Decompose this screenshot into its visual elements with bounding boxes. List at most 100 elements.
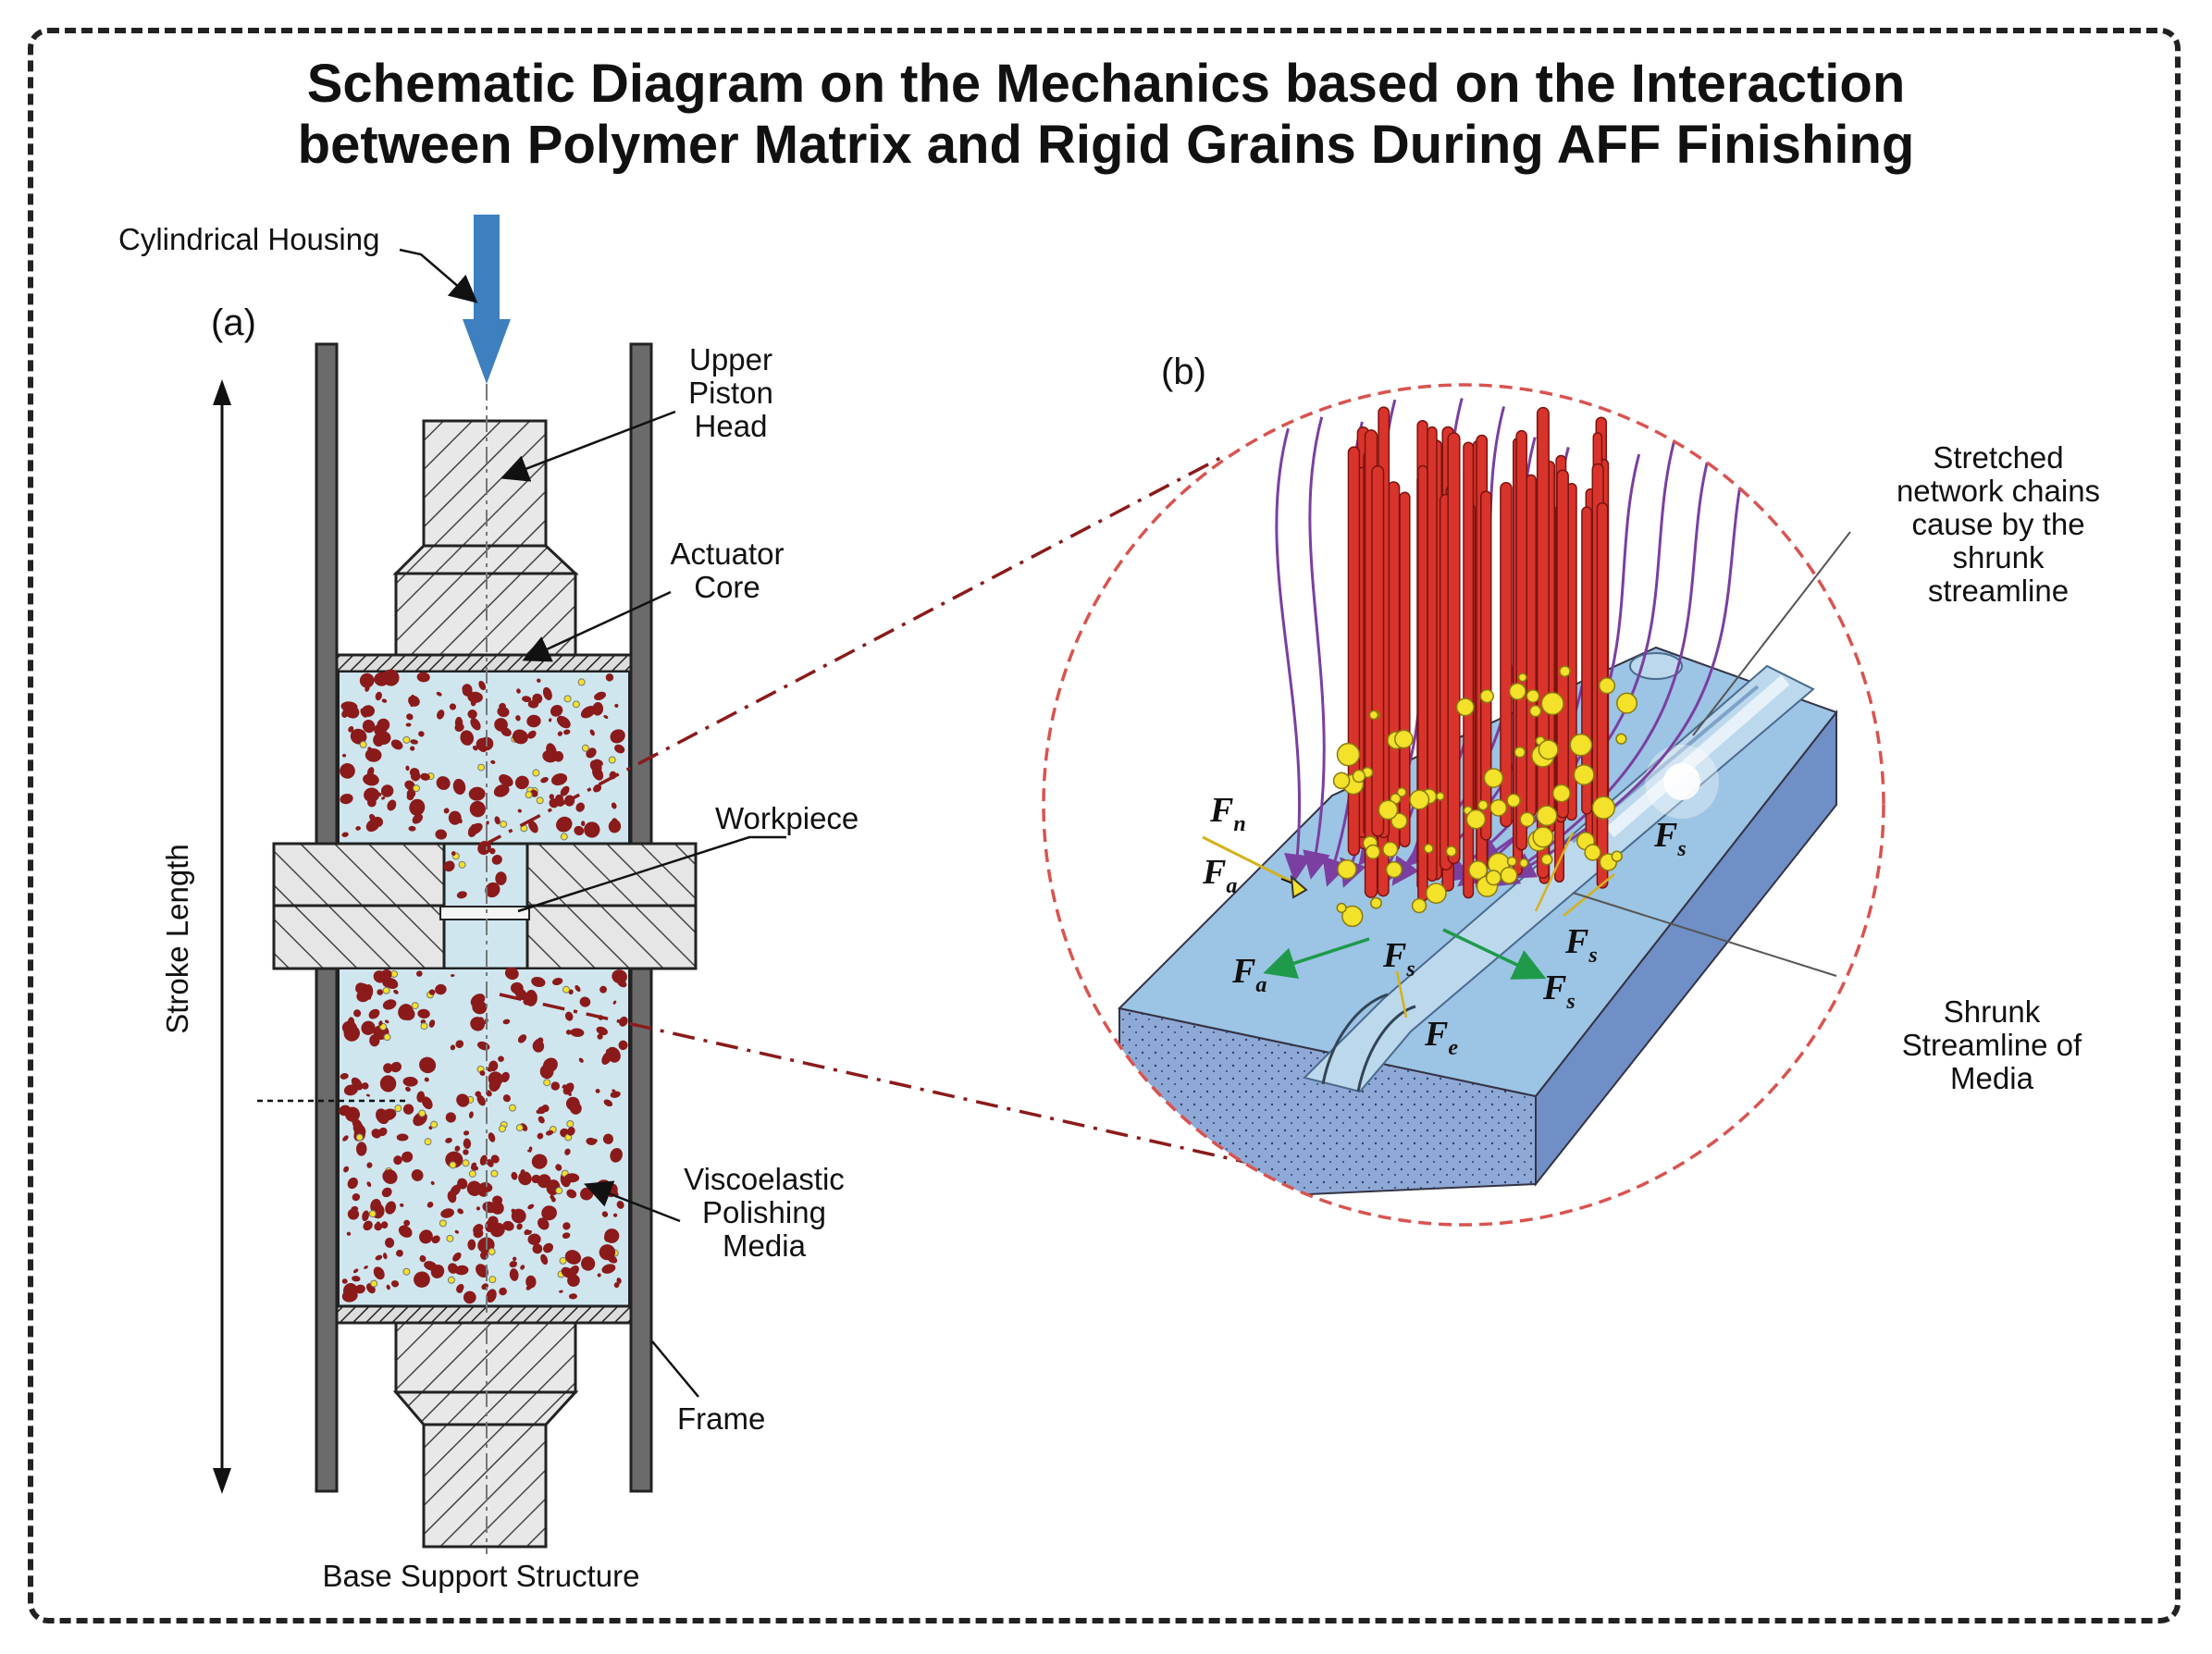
media-grain — [564, 1250, 582, 1265]
media-grain — [406, 713, 414, 721]
media-grain — [495, 871, 507, 885]
media-grain — [515, 715, 521, 722]
polymer-fibers — [1347, 406, 1610, 902]
media-grain — [380, 784, 394, 797]
media-grain — [378, 1020, 383, 1026]
abrasive-grain — [1540, 692, 1564, 716]
abrasive-grain — [1573, 764, 1595, 786]
media-grain — [353, 1009, 362, 1018]
label-media-3: Media — [723, 1228, 807, 1263]
force-fs-center: Fs — [1382, 936, 1415, 981]
abrasive-grain — [572, 700, 580, 709]
media-grain — [454, 1145, 461, 1152]
media-grain — [578, 1057, 584, 1063]
media-grain — [456, 1287, 463, 1293]
media-grain — [502, 1018, 511, 1025]
media-grain — [366, 1181, 372, 1188]
label-frame: Frame — [677, 1401, 765, 1436]
media-grain — [445, 1112, 456, 1123]
media-grain — [537, 1132, 544, 1140]
media-grain — [428, 1019, 436, 1028]
media-grain — [368, 1008, 380, 1019]
media-grain — [518, 1171, 532, 1186]
base-support-block — [422, 1423, 548, 1549]
media-grain — [449, 703, 457, 710]
media-grain — [490, 759, 496, 764]
media-grain — [486, 821, 489, 825]
media-grain — [448, 1263, 458, 1274]
media-grain — [343, 1166, 350, 1173]
abrasive-grain — [402, 1267, 411, 1276]
abrasive-grain — [536, 796, 544, 805]
media-grain — [575, 802, 586, 812]
media-grain — [520, 1265, 525, 1270]
media-grain — [365, 747, 382, 762]
media-grain — [526, 714, 541, 728]
media-grain — [549, 718, 552, 722]
force-fs-top: Fs — [1653, 816, 1687, 861]
abrasive-grain — [1423, 843, 1434, 854]
media-grain — [406, 788, 416, 798]
abrasive-grain — [1365, 844, 1381, 860]
media-grain — [437, 710, 445, 720]
panel-a: (a) Cylindrical Housing Upper Piston Hea… — [118, 215, 859, 1593]
media-grain — [618, 1040, 628, 1051]
media-grain — [488, 847, 496, 855]
abrasive-grain — [515, 1124, 524, 1132]
abrasive-grain — [1409, 789, 1430, 810]
media-grain — [612, 1213, 618, 1217]
flow-line — [1275, 427, 1312, 883]
label-actuator-1: Actuator — [671, 537, 785, 571]
media-grain — [564, 1148, 571, 1155]
media-grain — [525, 990, 538, 1006]
abrasive-grain — [1370, 896, 1382, 909]
abrasive-grain — [560, 833, 568, 841]
media-grain — [603, 714, 609, 719]
abrasive-grain — [543, 1079, 551, 1087]
media-grain — [450, 1184, 462, 1197]
media-grain — [385, 1201, 397, 1215]
media-grain — [355, 826, 361, 831]
media-grain — [454, 1265, 469, 1276]
media-grain — [341, 1020, 358, 1035]
abrasive-grain — [500, 820, 508, 828]
abrasive-grain — [1532, 826, 1554, 848]
media-grain — [542, 1057, 558, 1073]
media-grain — [340, 1072, 349, 1080]
media-grain — [486, 1289, 497, 1303]
media-grain — [471, 824, 475, 829]
abrasive-grain — [1436, 791, 1445, 801]
media-grain — [610, 1148, 623, 1163]
media-grain — [517, 1034, 527, 1043]
media-grain — [463, 1138, 472, 1149]
abrasive-grain — [1382, 841, 1399, 858]
media-grain — [419, 1254, 426, 1263]
media-grain — [581, 821, 586, 827]
media-grain — [450, 974, 455, 977]
media-grain — [398, 1225, 413, 1238]
force-fa-left: Fa — [1202, 853, 1237, 898]
media-grain — [491, 855, 502, 865]
media-grain — [375, 691, 382, 701]
abrasive-grain — [424, 1138, 432, 1146]
media-grain — [364, 1265, 368, 1269]
label-upper-piston-2: Piston — [688, 376, 773, 410]
label-shrunk-1: Shrunk — [1944, 994, 2041, 1029]
magnify-circle — [1042, 383, 1885, 1227]
media-grain — [540, 1253, 549, 1265]
media-grain — [574, 825, 585, 836]
media-grain — [511, 1171, 518, 1180]
media-grain — [404, 780, 415, 791]
lower-piston-core — [394, 1321, 577, 1394]
media-grain — [382, 1169, 398, 1184]
leader-actuator — [522, 590, 672, 662]
media-grain — [351, 1077, 364, 1091]
media-grain — [470, 994, 486, 1007]
media-grain — [381, 698, 388, 703]
polymer-fiber — [1463, 441, 1475, 899]
media-grain — [463, 1149, 469, 1155]
abrasive-grain — [532, 769, 540, 777]
abrasive-grain — [1615, 733, 1627, 745]
media-grains-channel — [443, 841, 507, 899]
media-grain — [612, 1089, 616, 1092]
